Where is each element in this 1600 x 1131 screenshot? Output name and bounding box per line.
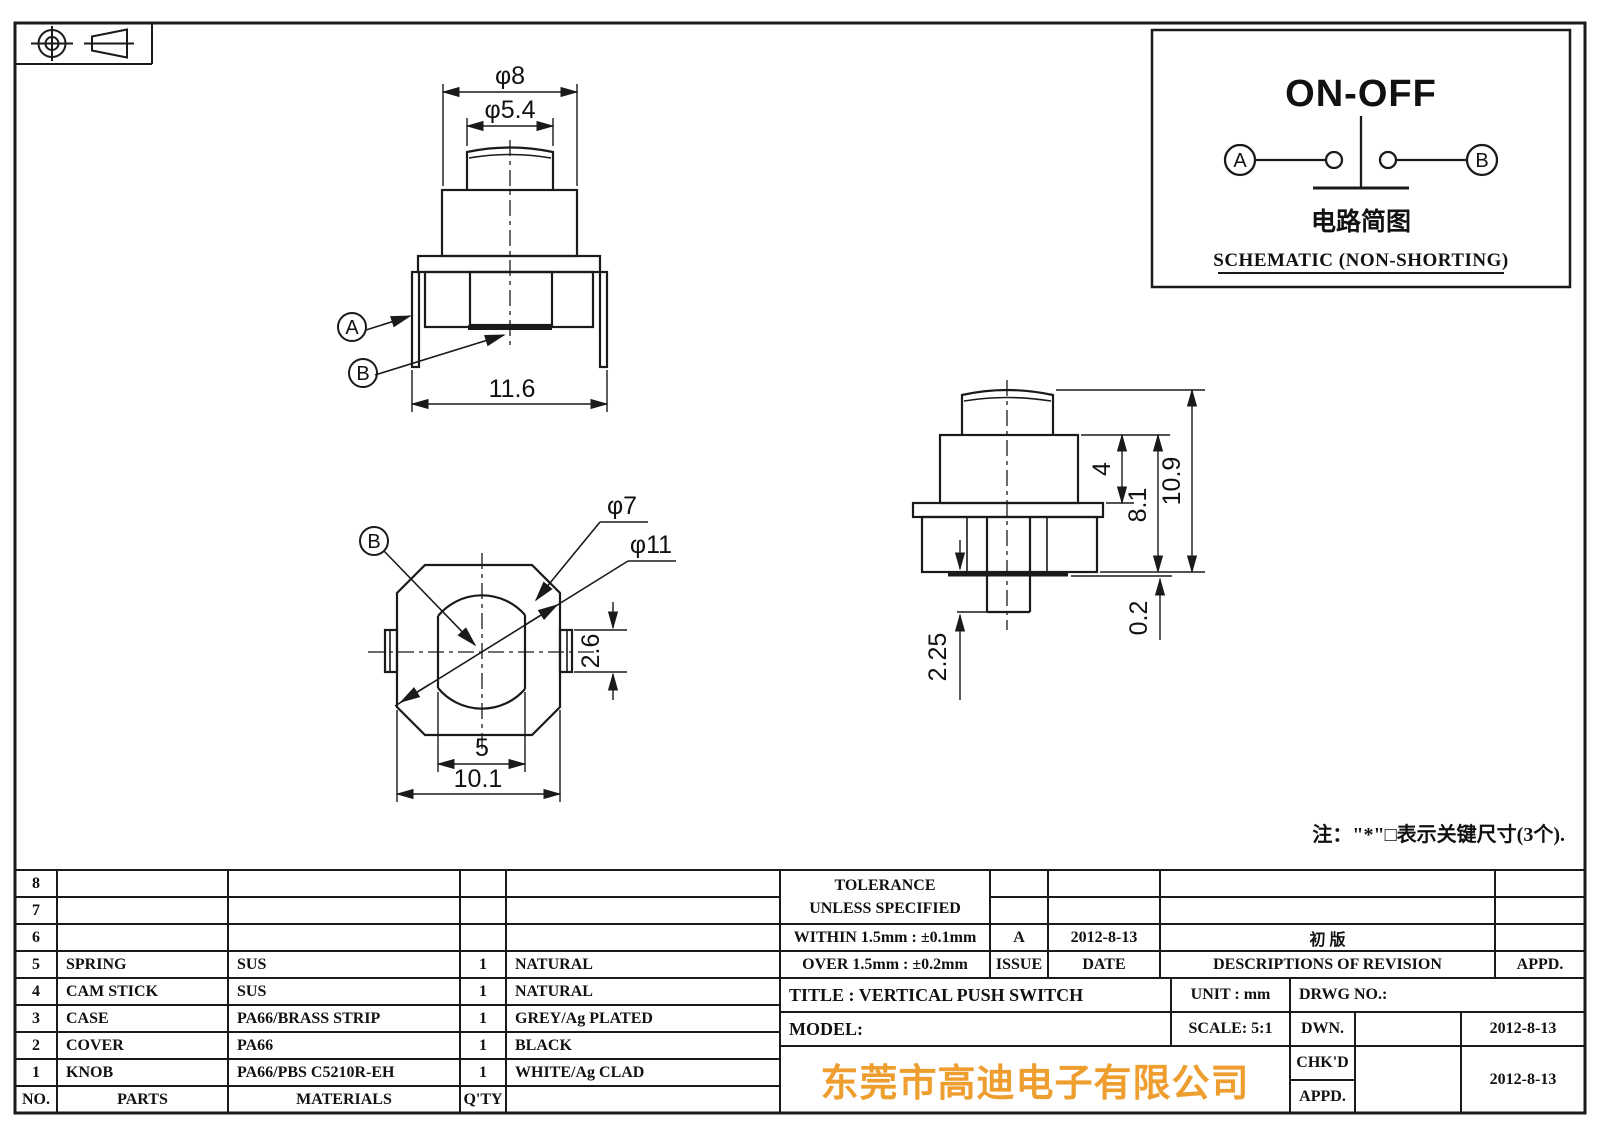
revision-appd-label: APPD.: [1516, 955, 1564, 973]
dim-8-1: 8.1: [1124, 488, 1152, 523]
dwn-label: DWN.: [1300, 1020, 1345, 1037]
parts-row-finish: WHITE/Ag CLAD: [515, 1063, 645, 1081]
parts-row-material: PA66/BRASS STRIP: [237, 1009, 381, 1027]
tolerance-within: WITHIN 1.5mm : ±0.1mm: [793, 928, 977, 946]
dwn-date: 2012-8-13: [1489, 1020, 1557, 1037]
dim-2-6: 2.6: [577, 634, 605, 669]
parts-row-no: 1: [32, 1063, 40, 1081]
schematic-terminal-a: A: [1233, 150, 1247, 172]
tolerance-header: TOLERANCE UNLESS SPECIFIED: [780, 870, 990, 924]
dim-11-6: 11.6: [489, 375, 536, 403]
tolerance-line2: UNLESS SPECIFIED: [809, 900, 961, 917]
revision-issue-label: ISSUE: [995, 955, 1043, 973]
parts-row-finish: BLACK: [515, 1036, 572, 1054]
terminal-b-label-bottom: B: [367, 531, 380, 553]
terminal-a-label: A: [345, 317, 359, 339]
front-view: φ8 φ5.4 11.6 A B: [337, 62, 609, 412]
dim-phi11: φ11: [630, 531, 672, 559]
terminal-b-label: B: [356, 363, 369, 385]
parts-row-part: CASE: [66, 1009, 109, 1027]
bottom-view: B φ7 φ11 2.6 5 10.1: [359, 492, 676, 802]
parts-row-finish: NATURAL: [515, 955, 593, 973]
dim-0-2: 0.2: [1125, 601, 1153, 636]
title-block-grid: [15, 869, 1585, 1113]
parts-row-no: 8: [32, 874, 40, 892]
parts-row-finish: GREY/Ag PLATED: [515, 1009, 653, 1027]
side-view: 4 8.1 10.9 0.2 2.25: [911, 380, 1205, 700]
parts-row-no: 3: [32, 1009, 40, 1027]
parts-row-part: KNOB: [66, 1063, 114, 1081]
revision-date-label: DATE: [1082, 955, 1126, 973]
parts-header-materials: MATERIALS: [296, 1090, 392, 1108]
parts-row-no: 6: [32, 928, 40, 946]
schematic-caption-cn: 电路简图: [1311, 207, 1411, 236]
schematic-caption-en: SCHEMATIC (NON-SHORTING): [1213, 250, 1508, 271]
parts-row-no: 2: [32, 1036, 40, 1054]
scale-label: SCALE: 5:1: [1188, 1020, 1273, 1037]
parts-header-no: NO.: [22, 1090, 50, 1108]
parts-row-material: PA66: [237, 1036, 274, 1054]
key-dimension-note: 注："*"□表示关键尺寸(3个).: [1312, 824, 1565, 846]
dim-10-9: 10.9: [1158, 457, 1186, 506]
parts-row-qty: 1: [479, 1036, 487, 1054]
schematic-terminal-b: B: [1475, 150, 1488, 172]
switch-symbol: [1223, 116, 1499, 190]
parts-row-no: 5: [32, 955, 40, 973]
sheet-frame: [13, 21, 1587, 1115]
dim-phi5-4: φ5.4: [485, 96, 536, 124]
parts-row-part: CAM STICK: [66, 982, 159, 1000]
parts-row-part: SPRING: [66, 955, 127, 973]
schematic-mode-label: ON-OFF: [1285, 73, 1437, 115]
company-name: 东莞市高迪电子有限公司: [820, 1063, 1250, 1105]
drwg-no-label: DRWG NO.:: [1299, 986, 1388, 1003]
tolerance-over: OVER 1.5mm : ±0.2mm: [802, 955, 968, 973]
projection-symbol-box: [15, 23, 153, 65]
dim-5: 5: [475, 734, 489, 762]
dim-phi8: φ8: [495, 62, 525, 90]
first-angle-projection-icon: [31, 26, 134, 61]
parts-row-part: COVER: [66, 1036, 124, 1054]
parts-row-material: SUS: [237, 982, 267, 1000]
dim-phi7: φ7: [607, 492, 637, 520]
schematic-panel: ON-OFF A B 电路简图 SCHEMATIC (NON-SHORTING): [1150, 28, 1572, 289]
appd-row-label: APPD.: [1299, 1087, 1346, 1105]
chkd-label: CHK'D: [1296, 1054, 1349, 1071]
dim-2-25: 2.25: [924, 633, 952, 682]
parts-row-material: SUS: [237, 955, 267, 973]
parts-row-qty: 1: [479, 1063, 487, 1081]
parts-row-qty: 1: [479, 982, 487, 1000]
parts-row-qty: 1: [479, 1009, 487, 1027]
revision-date-value: 2012-8-13: [1070, 928, 1138, 946]
unit-label: UNIT : mm: [1190, 986, 1271, 1003]
parts-row-qty: 1: [479, 955, 487, 973]
dim-4: 4: [1088, 462, 1116, 476]
parts-row-material: PA66/PBS C5210R-EH: [237, 1063, 395, 1081]
parts-header-qty: Q'TY: [463, 1090, 503, 1108]
parts-header-parts: PARTS: [117, 1090, 168, 1108]
model-label: MODEL:: [789, 1018, 863, 1039]
parts-row-finish: NATURAL: [515, 982, 593, 1000]
revision-description-label: DESCRIPTIONS OF REVISION: [1213, 955, 1442, 973]
tolerance-line1: TOLERANCE: [834, 876, 936, 894]
dim-10-1: 10.1: [454, 765, 503, 793]
revision-description-value: 初 版: [1309, 931, 1346, 949]
revision-issue-value: A: [1013, 928, 1025, 946]
parts-row-no: 4: [32, 982, 40, 1000]
chkd-date: 2012-8-13: [1489, 1070, 1557, 1088]
drawing-title: TITLE : VERTICAL PUSH SWITCH: [789, 984, 1084, 1005]
parts-row-no: 7: [32, 901, 40, 919]
